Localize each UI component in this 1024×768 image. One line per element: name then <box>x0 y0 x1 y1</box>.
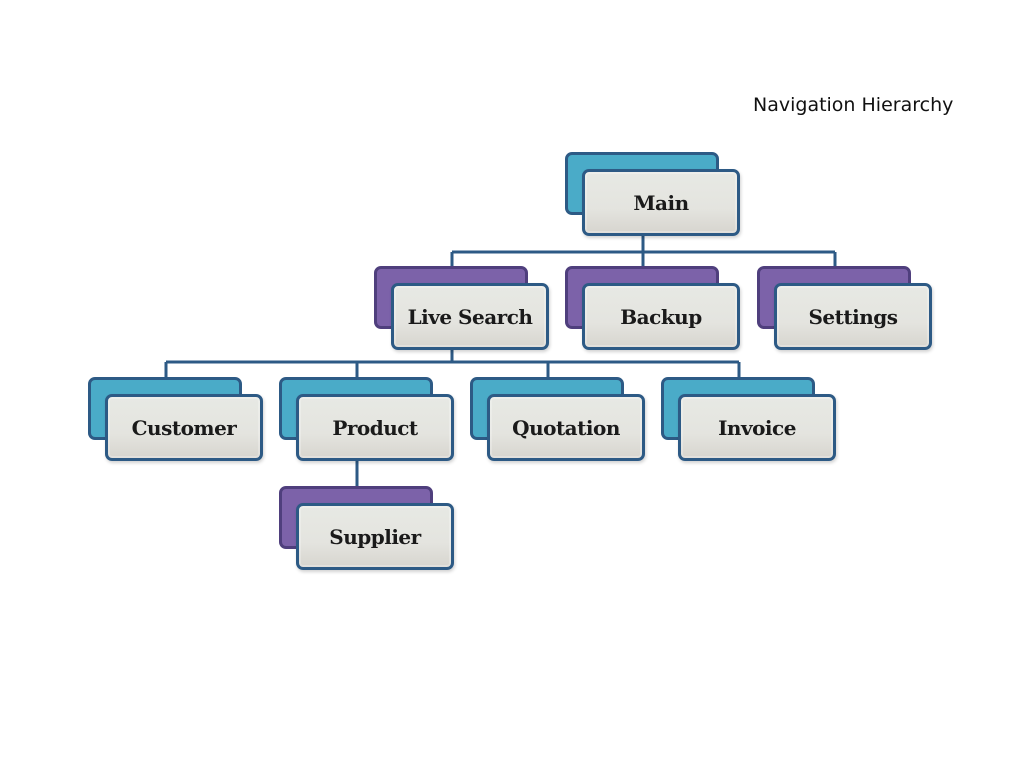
node-supplier-card: Supplier <box>296 503 454 570</box>
node-settings[interactable]: Settings <box>757 266 932 350</box>
node-main-card: Main <box>582 169 740 236</box>
node-live-search[interactable]: Live Search <box>374 266 549 350</box>
node-product-label: Product <box>332 415 418 440</box>
node-quotation-card: Quotation <box>487 394 645 461</box>
node-customer-card: Customer <box>105 394 263 461</box>
node-live-search-card: Live Search <box>391 283 549 350</box>
node-settings-card: Settings <box>774 283 932 350</box>
node-supplier[interactable]: Supplier <box>279 486 454 570</box>
node-main-label: Main <box>633 190 689 215</box>
node-backup-card: Backup <box>582 283 740 350</box>
node-settings-label: Settings <box>808 304 898 329</box>
node-invoice-label: Invoice <box>718 415 796 440</box>
node-live-search-label: Live Search <box>407 304 533 329</box>
node-product-card: Product <box>296 394 454 461</box>
node-backup-label: Backup <box>620 304 702 329</box>
node-customer-label: Customer <box>131 415 237 440</box>
node-product[interactable]: Product <box>279 377 454 461</box>
node-quotation[interactable]: Quotation <box>470 377 645 461</box>
node-customer[interactable]: Customer <box>88 377 263 461</box>
node-backup[interactable]: Backup <box>565 266 740 350</box>
node-quotation-label: Quotation <box>512 415 620 440</box>
node-invoice[interactable]: Invoice <box>661 377 836 461</box>
diagram-title: Navigation Hierarchy <box>753 94 954 116</box>
node-main[interactable]: Main <box>565 152 740 236</box>
node-supplier-label: Supplier <box>329 524 421 549</box>
node-invoice-card: Invoice <box>678 394 836 461</box>
